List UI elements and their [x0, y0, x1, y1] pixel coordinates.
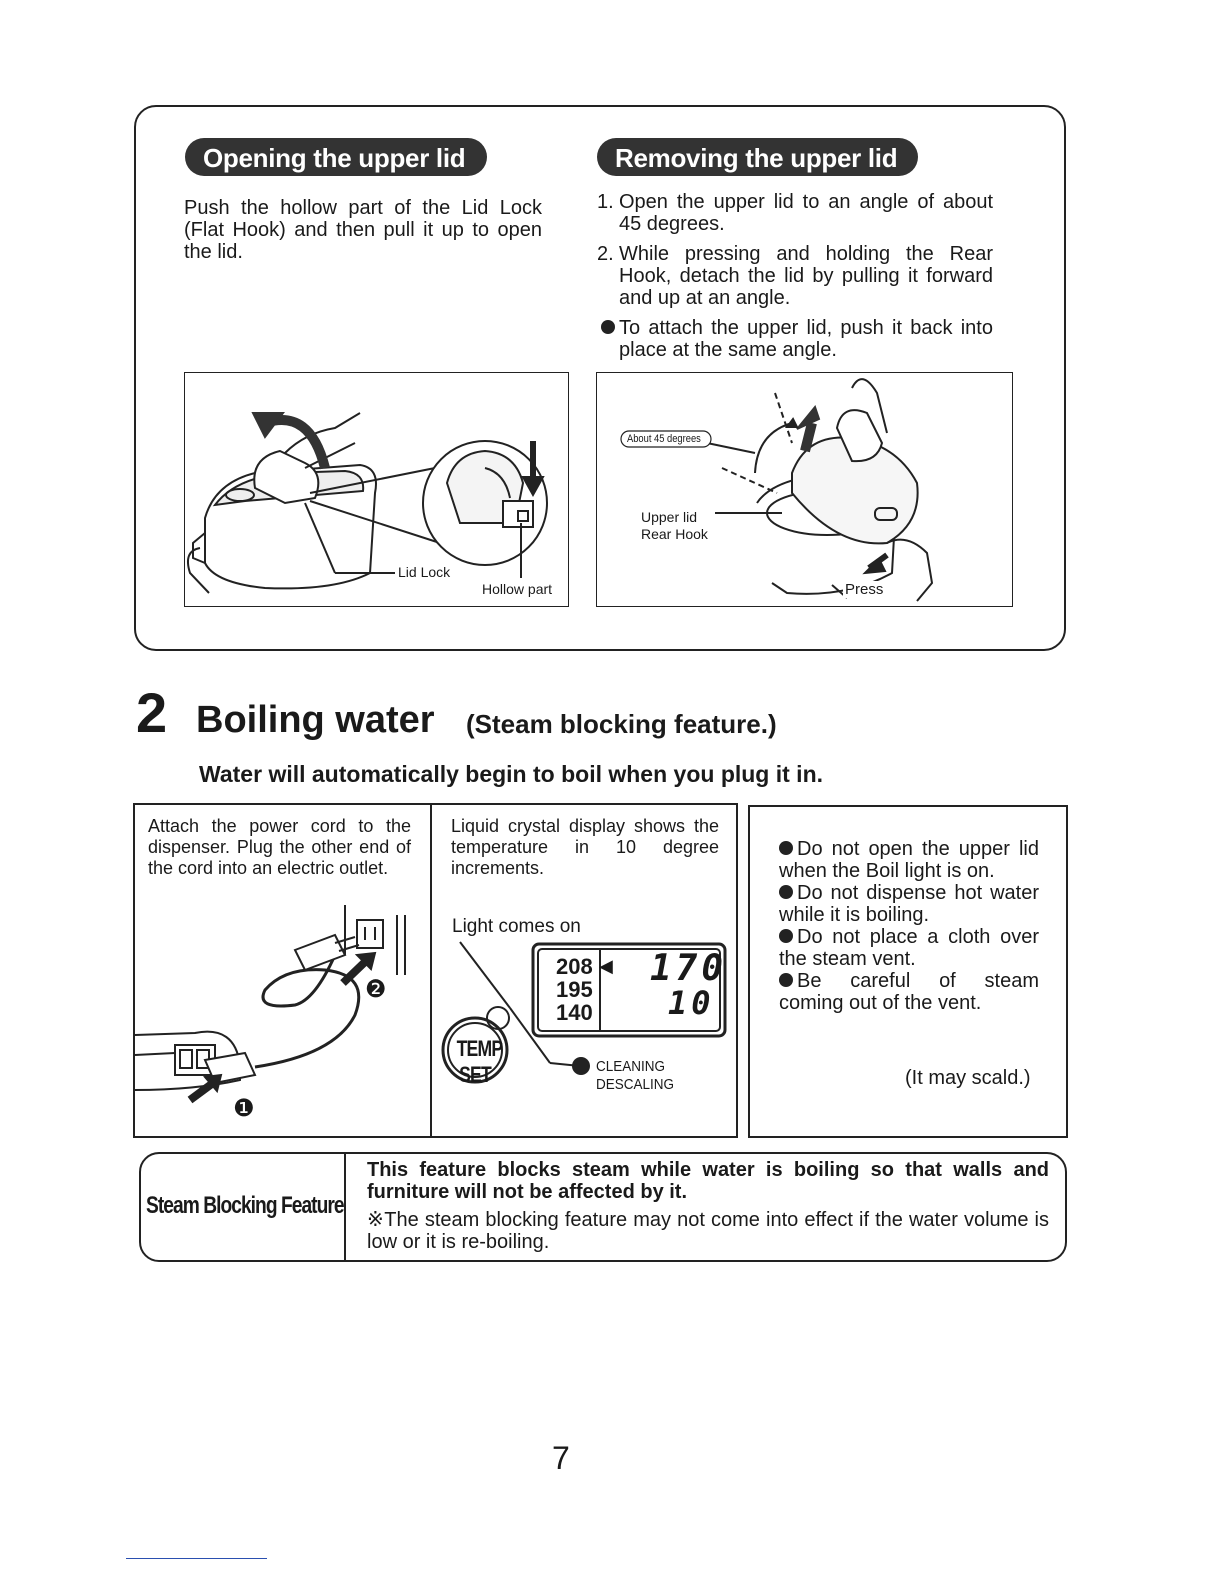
lcd-digits-bottom: 10 [668, 984, 715, 1022]
scald-warning: (It may scald.) [905, 1067, 1031, 1089]
light-comes-on-label: Light comes on [452, 916, 581, 937]
attach-lid-note: To attach the upper lid, push it back in… [619, 317, 993, 361]
descaling-label: DESCALING [596, 1076, 675, 1093]
opening-lid-text: Push the hollow part of the Lid Lock (Fl… [184, 197, 542, 263]
warning-item: Do not dispense hot water while it is bo… [779, 882, 1039, 926]
temp-195: 195 [556, 977, 593, 1002]
feature-divider [344, 1152, 346, 1262]
label-hollow-part: Hollow part [482, 581, 553, 597]
temp-140: 140 [556, 1000, 593, 1025]
section-subtitle: (Steam blocking feature.) [466, 709, 777, 739]
step-2-text: While pressing and holding the Rear Hook… [619, 243, 993, 309]
bullet-dot [601, 320, 615, 334]
warning-item: Do not place a cloth over the steam vent… [779, 926, 1039, 970]
lcd-panel-illustration [441, 941, 727, 1084]
step-two-marker: ❷ [365, 976, 387, 1003]
temperature-list: 208 195 140 [556, 955, 593, 1024]
temp-set-line2: SET [459, 1062, 492, 1087]
step-2-number: 2. [597, 243, 614, 265]
steam-blocking-feature-box [139, 1152, 1067, 1262]
feature-note: ※The steam blocking feature may not come… [367, 1209, 1049, 1253]
lcd-description: Liquid crystal display shows the tempera… [451, 816, 719, 878]
temp-set-button[interactable]: TEMP SET [456, 1036, 504, 1088]
label-lid-lock: Lid Lock [398, 564, 451, 580]
power-cord-illustration [135, 905, 406, 1104]
section-lead: Water will automatically begin to boil w… [199, 761, 824, 787]
lcd-digits-top: 170 [650, 948, 728, 989]
footer-rule [126, 1558, 267, 1559]
bullet-dot [779, 841, 793, 855]
bullet-dot [779, 929, 793, 943]
label-about-45-degrees: About 45 degrees [627, 433, 701, 445]
feature-description: This feature blocks steam while water is… [367, 1159, 1049, 1203]
label-press: Press [843, 581, 886, 598]
warnings-cell [748, 805, 1068, 1138]
step-one-marker: ❶ [233, 1095, 255, 1122]
cleaning-descaling-label: CLEANING DESCALING [596, 1058, 674, 1094]
label-rear-hook: Rear Hook [641, 526, 708, 542]
warning-item: Do not open the upper lid when the Boil … [779, 838, 1039, 882]
bullet-dot [779, 885, 793, 899]
lid-lock-illustration [187, 412, 548, 594]
section-number: 2 [136, 681, 168, 744]
removing-lid-heading: Removing the upper lid [597, 138, 918, 176]
page-number: 7 [552, 1440, 570, 1476]
temp-set-line1: TEMP [456, 1036, 504, 1061]
plug-in-text: Attach the power cord to the dispenser. … [148, 816, 411, 878]
step-1-number: 1. [597, 191, 614, 213]
rear-hook-illustration [620, 378, 934, 602]
section-title: Boiling water [196, 699, 435, 741]
label-upper-lid: Upper lid [641, 509, 698, 525]
lid-instructions-panel [134, 105, 1066, 651]
step-1-text: Open the upper lid to an angle of about … [619, 191, 993, 235]
opening-lid-illustration [184, 372, 569, 607]
warnings-list: Do not open the upper lid when the Boil … [779, 838, 1039, 1014]
left-triangle-icon: ◀ [599, 956, 613, 976]
removing-lid-illustration [596, 372, 1013, 607]
bullet-dot [779, 973, 793, 987]
warning-item: Be careful of steam coming out of the ve… [779, 970, 1039, 1014]
steam-blocking-feature-label: Steam Blocking Feature [146, 1192, 345, 1219]
opening-lid-heading: Opening the upper lid [185, 138, 487, 176]
lcd-cell [430, 803, 738, 1138]
temp-208: 208 [556, 954, 593, 979]
cleaning-label: CLEANING [596, 1058, 666, 1075]
